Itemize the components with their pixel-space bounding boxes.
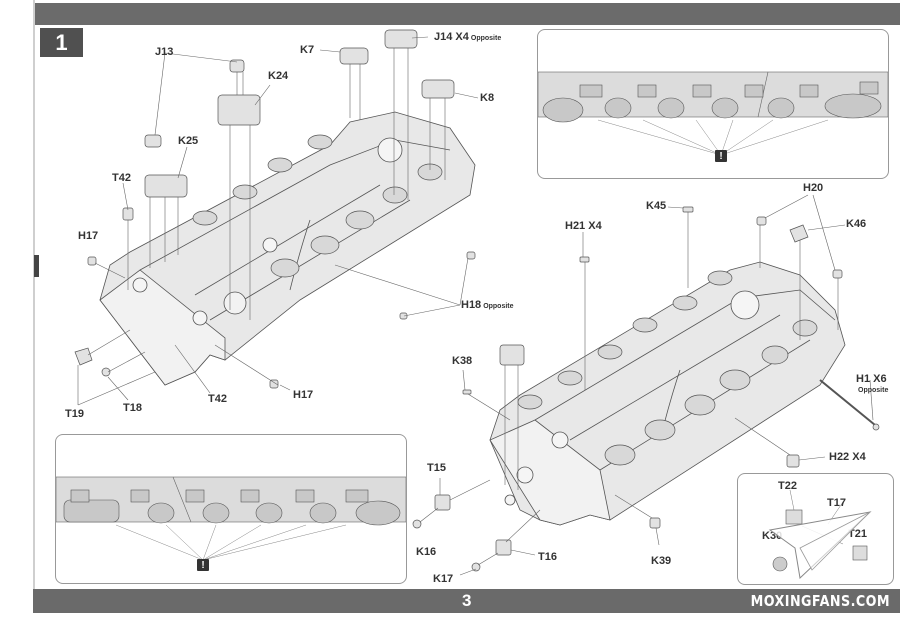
page-edge-tab bbox=[34, 255, 39, 277]
right-parts bbox=[412, 206, 880, 572]
part-label-T21: T21 bbox=[848, 528, 867, 540]
part-label-J14-text: J14 X4 bbox=[434, 31, 469, 43]
part-label-K25: K25 bbox=[178, 135, 199, 147]
inset-bottom-left-drawing bbox=[56, 476, 406, 561]
part-label-K30: K30 bbox=[762, 530, 783, 542]
part-label-T42-top: T42 bbox=[112, 172, 131, 184]
part-label-H22: H22 X4 bbox=[829, 451, 866, 463]
part-label-H18-note: Opposite bbox=[483, 303, 514, 310]
part-label-K39: K39 bbox=[651, 555, 672, 567]
part-label-H20: H20 bbox=[803, 182, 824, 194]
page-edge bbox=[33, 0, 35, 590]
right-hull-suspension bbox=[517, 270, 818, 466]
part-label-K17: K17 bbox=[433, 573, 454, 585]
part-label-T15: T15 bbox=[427, 462, 446, 474]
part-label-T22: T22 bbox=[778, 480, 797, 492]
left-hull-suspension bbox=[192, 134, 443, 278]
part-label-K7: K7 bbox=[300, 44, 315, 56]
page-number: 3 bbox=[462, 591, 472, 610]
part-label-H17-top: H17 bbox=[78, 230, 99, 242]
step-number: 1 bbox=[40, 28, 83, 57]
left-leader-lines bbox=[77, 36, 479, 406]
part-label-T19: T19 bbox=[65, 408, 84, 420]
part-label-K45: K45 bbox=[646, 200, 667, 212]
part-label-H1-note: Opposite bbox=[858, 387, 889, 394]
inset-top-right: ! bbox=[537, 29, 889, 179]
part-label-T42-bottom: T42 bbox=[208, 393, 227, 405]
part-label-H21: H21 X4 bbox=[565, 220, 602, 232]
inset-bottom-left: ! bbox=[55, 434, 407, 584]
inset-detail bbox=[737, 473, 894, 585]
part-label-K8: K8 bbox=[480, 92, 495, 104]
part-label-K38: K38 bbox=[452, 355, 473, 367]
part-label-H18-text: H18 bbox=[461, 299, 482, 311]
part-label-T16: T16 bbox=[538, 551, 557, 563]
left-hull bbox=[99, 111, 476, 386]
right-leader-lines bbox=[419, 194, 874, 576]
watermark-text: MOXINGFANS.COM bbox=[750, 592, 890, 610]
warning-icon: ! bbox=[197, 559, 209, 571]
part-label-H17-bottom: H17 bbox=[293, 389, 314, 401]
part-label-T17: T17 bbox=[827, 497, 846, 509]
part-label-H1: H1 X6 bbox=[856, 373, 887, 385]
header-bar bbox=[35, 3, 900, 25]
inset-detail-drawing bbox=[772, 489, 868, 572]
part-label-J13: J13 bbox=[155, 46, 174, 58]
part-label-T18: T18 bbox=[123, 402, 142, 414]
warning-icon: ! bbox=[715, 150, 727, 162]
part-label-J14-note: Opposite bbox=[470, 35, 502, 42]
inset-top-right-drawing bbox=[538, 71, 888, 156]
footer-bar bbox=[33, 589, 900, 613]
part-label-K24: K24 bbox=[268, 70, 289, 82]
left-parts bbox=[74, 29, 476, 389]
part-label-K16: K16 bbox=[416, 546, 437, 558]
part-label-K46: K46 bbox=[846, 218, 867, 230]
